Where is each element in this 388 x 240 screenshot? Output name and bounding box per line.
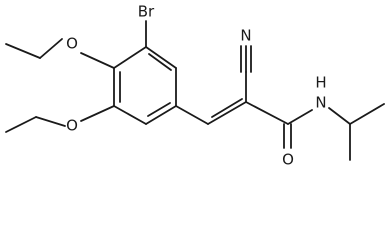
ring-bond-1-inner	[148, 53, 172, 71]
amide-nitrogen-label: N	[315, 94, 326, 112]
nitrile-nitrogen-label: N	[240, 27, 251, 45]
ring-bond-1	[145, 46, 177, 69]
structure-diagram: Br N O O N H O	[5, 3, 385, 169]
ring-bond-4	[113, 105, 147, 125]
vinyl-double-bond	[207, 101, 247, 125]
n-ch-bond	[328, 107, 351, 125]
amide-hydrogen-label: H	[315, 74, 326, 92]
ch-ch3-right-bond	[349, 103, 385, 125]
ring-bond-6	[113, 46, 147, 69]
ch2-ch3-upper-bond	[5, 43, 41, 59]
ring-bond-3	[145, 105, 177, 125]
upper-ether-oxygen-label: O	[66, 35, 78, 53]
ring-bond-3-inner	[147, 102, 171, 117]
c-o-upper-bond	[80, 52, 115, 69]
vinyl-double-bond-inner	[211, 98, 243, 118]
o-ch2-upper-bond	[39, 38, 63, 59]
c-o-lower-bond	[80, 105, 115, 122]
lower-ether-oxygen-label: O	[66, 117, 78, 135]
molecule-drawing: Br N O O N H O	[5, 3, 385, 169]
ch2-ch3-lower-bond	[5, 116, 37, 133]
carbonyl-n-bond	[287, 109, 313, 125]
o-ch2-lower-bond	[35, 116, 66, 127]
ring-vinyl-bond	[175, 105, 209, 125]
bromine-label: Br	[138, 3, 155, 21]
c-carbonyl-bond	[245, 101, 289, 125]
carbonyl-oxygen-label: O	[282, 151, 294, 169]
